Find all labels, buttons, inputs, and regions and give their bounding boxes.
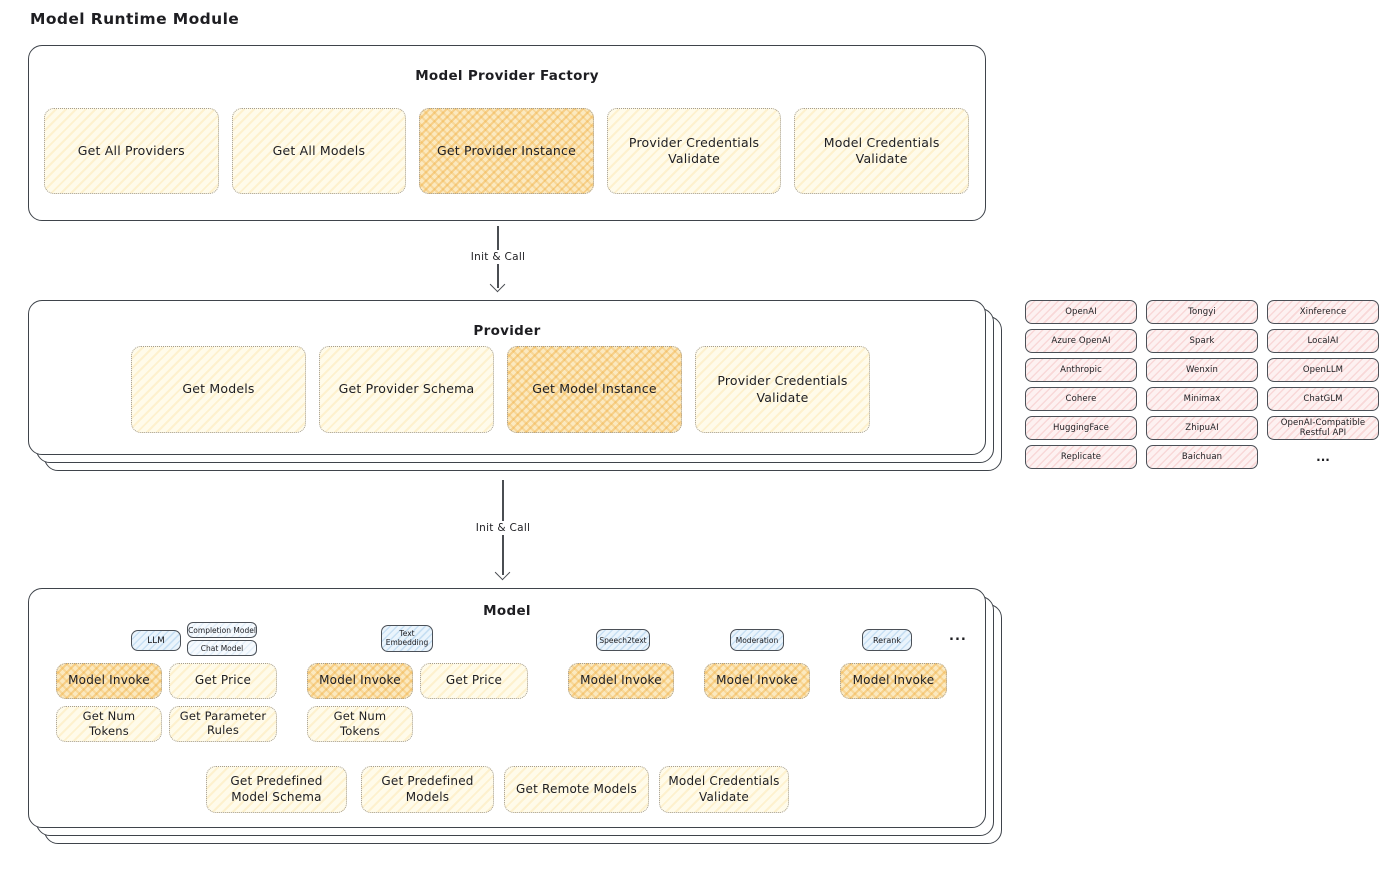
tag-more-ellipsis: ... xyxy=(949,629,967,644)
tag-speech2text: Speech2text xyxy=(596,629,650,651)
node-rerank-model-invoke: Model Invoke xyxy=(840,663,947,699)
node-get-models: Get Models xyxy=(131,346,306,433)
node-embedding-get-num-tokens: Get Num Tokens xyxy=(307,706,413,742)
vendor-list: OpenAI Tongyi Xinference Azure OpenAI Sp… xyxy=(1025,300,1379,469)
vendor-minimax: Minimax xyxy=(1146,387,1258,411)
tag-llm: LLM xyxy=(131,630,181,651)
arrow-provider-to-model-label: Init & Call xyxy=(448,521,558,535)
tag-rerank: Rerank xyxy=(862,629,912,651)
node-get-all-models: Get All Models xyxy=(231,108,407,194)
vendor-openllm: OpenLLM xyxy=(1267,358,1379,382)
arrow-factory-to-provider-label: Init & Call xyxy=(443,250,553,264)
vendor-spark: Spark xyxy=(1146,329,1258,353)
tag-text-embedding: Text Embedding xyxy=(381,625,433,652)
node-llm-get-num-tokens: Get Num Tokens xyxy=(56,706,162,742)
vendor-anthropic: Anthropic xyxy=(1025,358,1137,382)
model-panel-title: Model xyxy=(483,603,531,619)
node-speech2text-model-invoke: Model Invoke xyxy=(568,663,674,699)
vendor-localai: LocalAI xyxy=(1267,329,1379,353)
vendor-baichuan: Baichuan xyxy=(1146,445,1258,469)
node-llm-get-parameter-rules: Get Parameter Rules xyxy=(169,706,277,742)
node-get-provider-schema: Get Provider Schema xyxy=(319,346,494,433)
node-embedding-model-invoke: Model Invoke xyxy=(307,663,413,699)
tag-chat-model: Chat Model xyxy=(187,640,257,656)
node-get-predefined-model-schema: Get Predefined Model Schema xyxy=(206,766,347,813)
factory-panel-title: Model Provider Factory xyxy=(415,68,599,84)
model-section: Model LLM Completion Model Chat Model Te… xyxy=(28,588,1002,844)
vendor-chatglm: ChatGLM xyxy=(1267,387,1379,411)
node-provider-credentials-validate: Provider Credentials Validate xyxy=(695,346,870,433)
vendor-tongyi: Tongyi xyxy=(1146,300,1258,324)
node-get-model-instance: Get Model Instance xyxy=(507,346,682,433)
vendor-zhipuai: ZhipuAI xyxy=(1146,416,1258,440)
node-moderation-model-invoke: Model Invoke xyxy=(704,663,810,699)
vendor-xinference: Xinference xyxy=(1267,300,1379,324)
node-model-credentials-validate: Model Credentials Validate xyxy=(659,766,789,813)
vendor-cohere: Cohere xyxy=(1025,387,1137,411)
node-llm-get-price: Get Price xyxy=(169,663,277,699)
provider-panel: Provider Get Models Get Provider Schema … xyxy=(28,300,986,455)
node-get-predefined-models: Get Predefined Models xyxy=(361,766,494,813)
factory-section: Model Provider Factory Get All Providers… xyxy=(28,45,986,221)
vendor-replicate: Replicate xyxy=(1025,445,1137,469)
tag-moderation: Moderation xyxy=(730,629,784,651)
factory-panel: Model Provider Factory Get All Providers… xyxy=(28,45,986,221)
vendor-openai: OpenAI xyxy=(1025,300,1137,324)
node-get-provider-instance: Get Provider Instance xyxy=(419,108,594,194)
vendor-more-ellipsis: ... xyxy=(1316,450,1330,464)
vendor-azure-openai: Azure OpenAI xyxy=(1025,329,1137,353)
vendor-openai-compatible: OpenAI-Compatible Restful API xyxy=(1267,416,1379,440)
node-embedding-get-price: Get Price xyxy=(420,663,528,699)
arrow-down-icon xyxy=(494,564,511,581)
model-panel: Model LLM Completion Model Chat Model Te… xyxy=(28,588,986,828)
arrow-down-icon xyxy=(489,276,506,293)
vendor-wenxin: Wenxin xyxy=(1146,358,1258,382)
vendor-huggingface: HuggingFace xyxy=(1025,416,1137,440)
node-provider-credentials-validate: Provider Credentials Validate xyxy=(606,108,782,194)
node-model-credentials-validate: Model Credentials Validate xyxy=(794,108,969,194)
provider-section: Provider Get Models Get Provider Schema … xyxy=(28,300,1002,471)
node-get-remote-models: Get Remote Models xyxy=(504,766,649,813)
provider-panel-title: Provider xyxy=(473,323,541,339)
tag-completion-model: Completion Model xyxy=(187,622,257,638)
node-get-all-providers: Get All Providers xyxy=(44,108,219,194)
node-llm-model-invoke: Model Invoke xyxy=(56,663,162,699)
diagram-title: Model Runtime Module xyxy=(30,10,240,28)
